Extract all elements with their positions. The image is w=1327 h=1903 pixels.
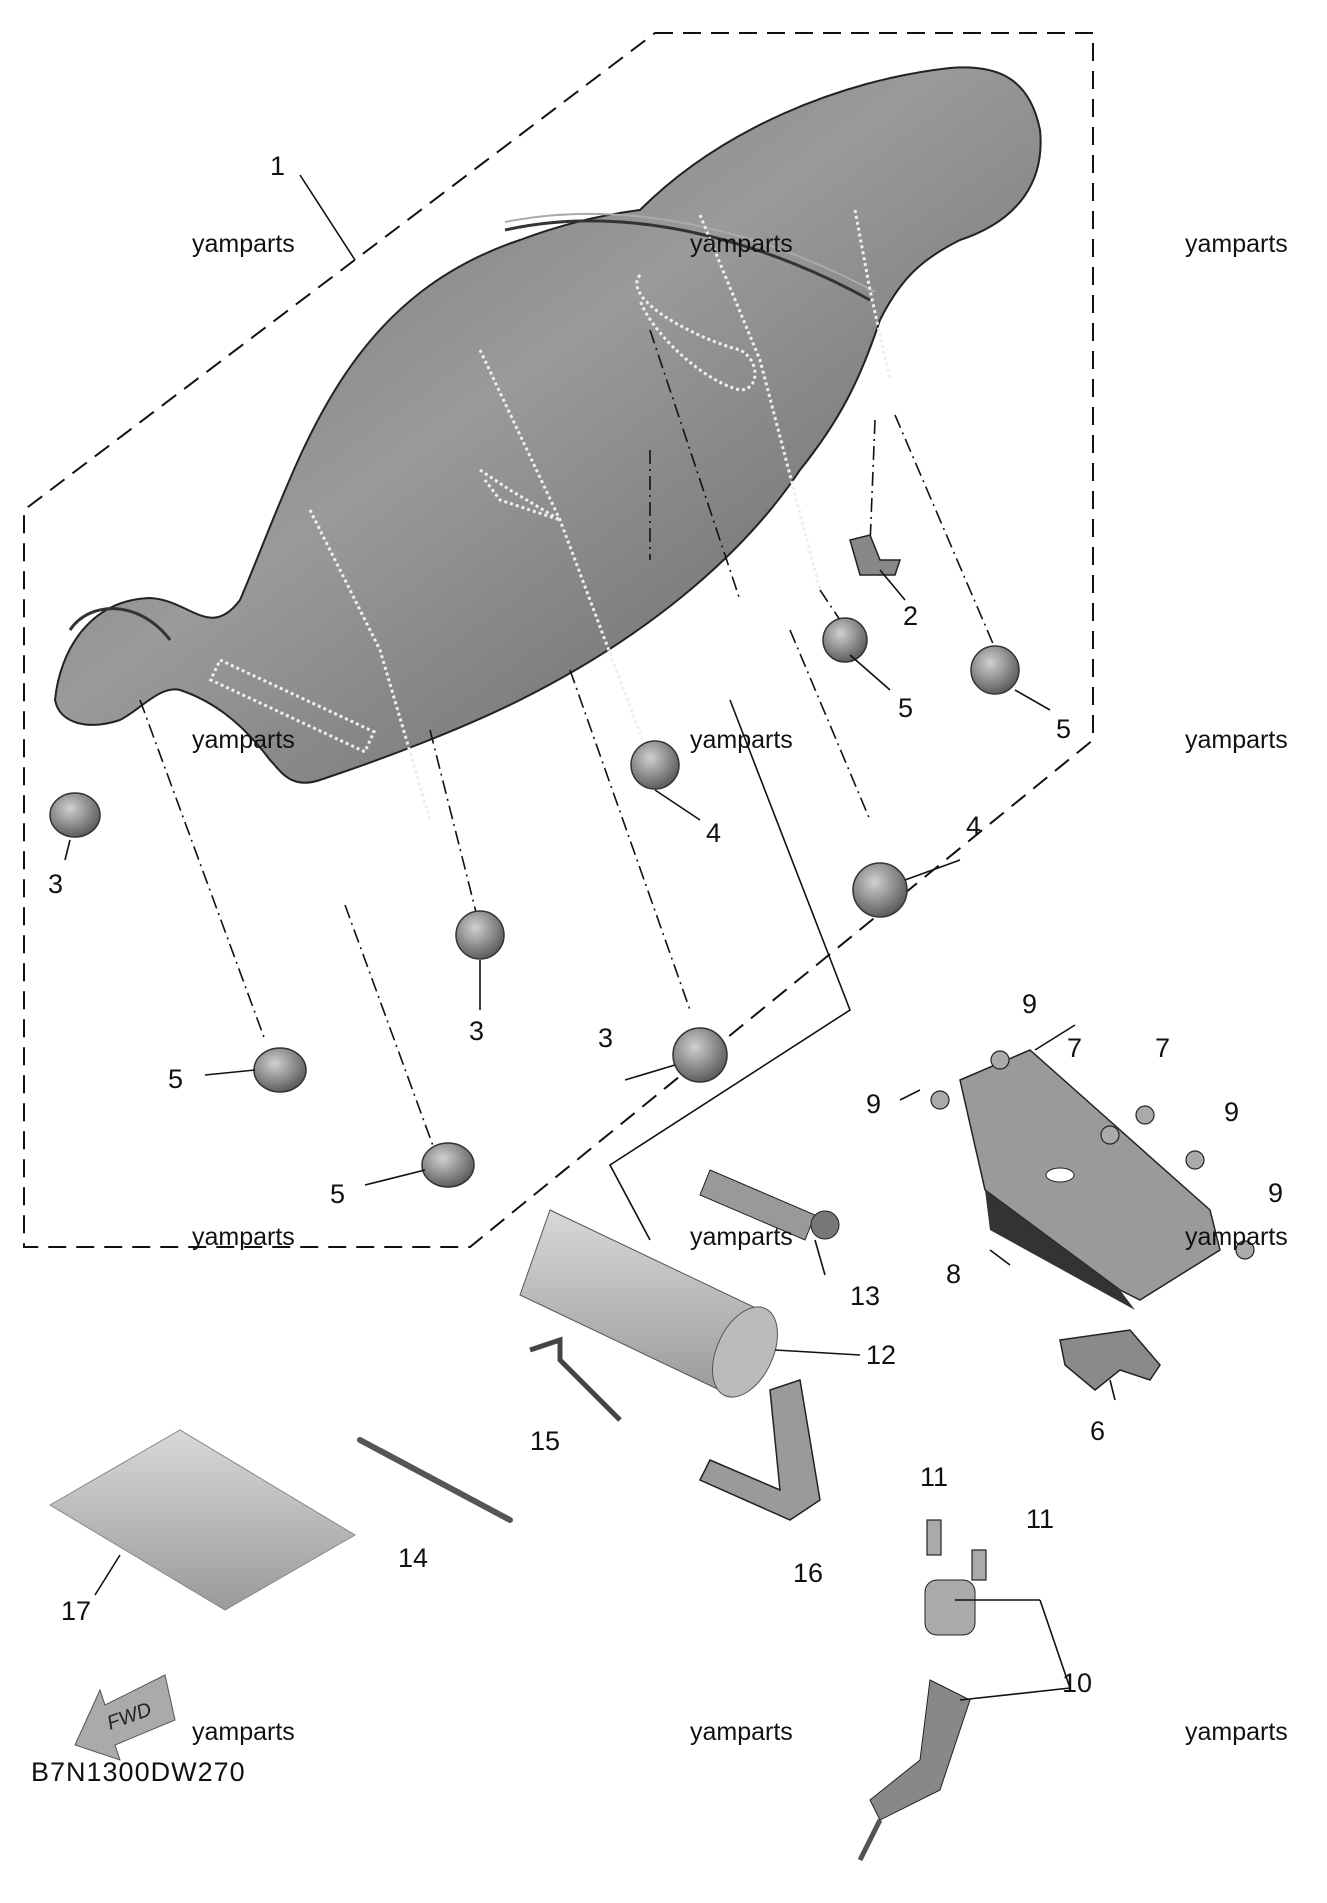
part-label-9d: 9 <box>1268 1178 1283 1208</box>
part-label-2: 2 <box>903 601 918 631</box>
part-label-11b: 11 <box>1026 1504 1054 1534</box>
part-label-5b: 5 <box>1056 714 1071 744</box>
part-label-7a: 7 <box>1067 1033 1082 1063</box>
hex-key-part-15 <box>529 1336 622 1422</box>
watermark-3: yamparts <box>1185 230 1288 258</box>
part-label-16: 16 <box>793 1558 823 1588</box>
part-label-15: 15 <box>530 1426 560 1456</box>
bracket-part-2 <box>849 534 902 576</box>
part-label-5a: 5 <box>898 693 913 723</box>
manual-part-17 <box>49 1429 356 1611</box>
handle-part-13 <box>699 1169 840 1241</box>
cable-line-12 <box>608 699 851 1241</box>
part-label-5d: 5 <box>330 1179 345 1209</box>
callout-lines <box>64 174 1116 1701</box>
watermark-6: yamparts <box>1185 726 1288 754</box>
bolts-part-11 <box>926 1519 987 1581</box>
part-label-9c: 9 <box>1224 1097 1239 1127</box>
assembly-boundary <box>23 32 1094 1248</box>
roll-part-12 <box>519 1209 778 1398</box>
small-bolts <box>930 1050 1255 1260</box>
part-label-3c: 3 <box>598 1023 613 1053</box>
watermark-4: yamparts <box>192 726 295 754</box>
watermark-2: yamparts <box>690 230 793 258</box>
part-label-11a: 11 <box>920 1462 948 1492</box>
seat-body <box>53 66 1042 784</box>
watermark-12: yamparts <box>1185 1718 1288 1746</box>
part-label-4b: 4 <box>966 811 981 841</box>
watermark-5: yamparts <box>690 726 793 754</box>
strap-part-16 <box>698 1379 821 1521</box>
bushing-parts <box>49 617 1020 1188</box>
part-label-8: 8 <box>946 1259 961 1289</box>
watermark-10: yamparts <box>192 1718 295 1746</box>
lock-part-10 <box>857 1579 976 1862</box>
part-label-14: 14 <box>398 1543 428 1573</box>
diagram-code: B7N1300DW270 <box>31 1757 246 1787</box>
fwd-arrow: FWD <box>74 1674 176 1761</box>
part-label-3a: 3 <box>48 869 63 899</box>
plate-part-8 <box>959 1049 1221 1310</box>
part-label-6: 6 <box>1090 1416 1105 1446</box>
seat-stitching <box>208 209 892 821</box>
watermark-1: yamparts <box>192 230 295 258</box>
part-label-1: 1 <box>270 151 285 181</box>
part-number-labels: 1 2 3 3 3 3 4 4 5 5 5 5 5 6 7 7 8 9 9 9 … <box>48 151 1283 1698</box>
part-label-9b: 9 <box>866 1089 881 1119</box>
tool-part-14 <box>357 1437 513 1523</box>
part-label-13: 13 <box>850 1281 880 1311</box>
part-label-10: 10 <box>1062 1668 1092 1698</box>
watermark-9: yamparts <box>1185 1223 1288 1251</box>
part-label-17: 17 <box>61 1596 91 1626</box>
part-label-5c: 5 <box>168 1064 183 1094</box>
bracket-part-6 <box>1059 1329 1161 1391</box>
leader-lines <box>139 329 1001 1166</box>
part-label-9a: 9 <box>1022 989 1037 1019</box>
watermark-7: yamparts <box>192 1223 295 1251</box>
part-label-4a: 4 <box>706 818 721 848</box>
watermark-8: yamparts <box>690 1223 793 1251</box>
part-label-12: 12 <box>866 1340 896 1370</box>
watermark-11: yamparts <box>690 1718 793 1746</box>
part-label-7b: 7 <box>1155 1033 1170 1063</box>
part-label-3b: 3 <box>469 1016 484 1046</box>
